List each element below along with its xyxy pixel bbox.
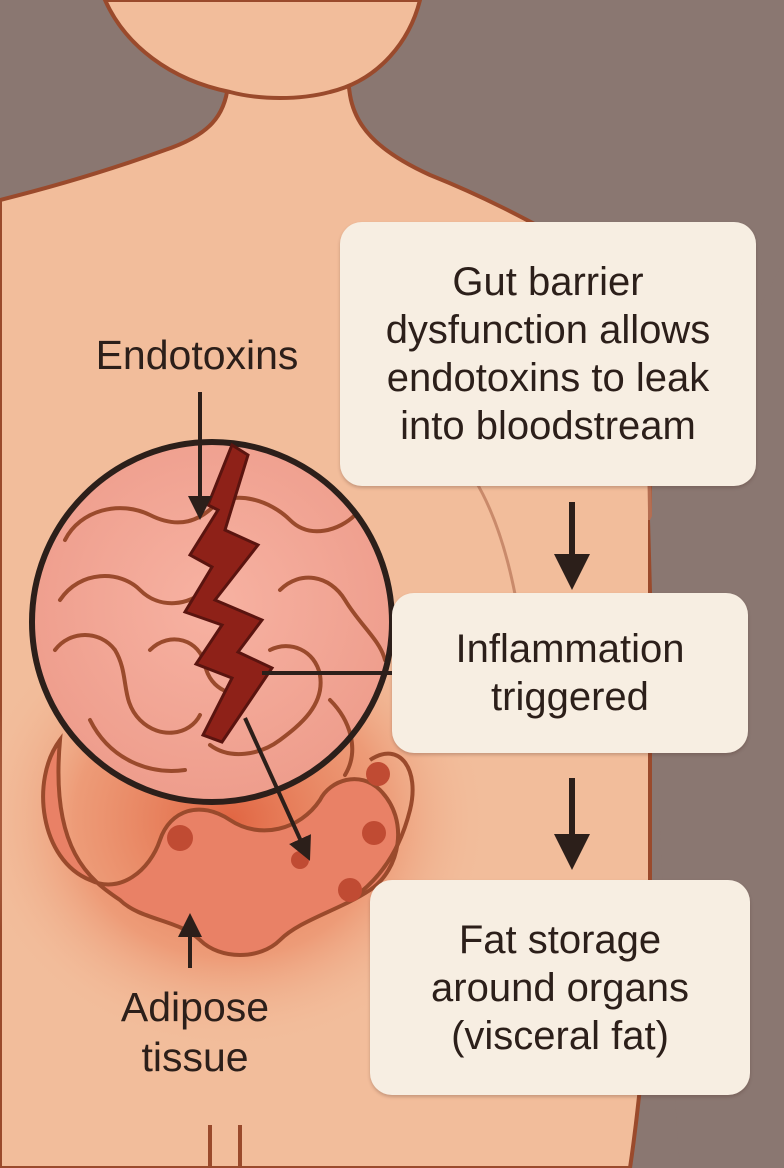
leg-gap xyxy=(208,1125,242,1168)
box-text-line: around organs xyxy=(431,965,689,1010)
endotoxins-label: Endotoxins xyxy=(95,332,299,378)
box-text-line: dysfunction allows xyxy=(385,308,711,352)
barrier-crack xyxy=(182,442,275,744)
adipose-tissue-label: Adipose tissue xyxy=(80,982,310,1082)
box-text-line: Gut barrier xyxy=(452,260,644,304)
lower-intestines xyxy=(41,733,415,957)
box-text-line: (visceral fat) xyxy=(451,1013,669,1058)
adipose-label-line: tissue xyxy=(141,1034,249,1080)
arrow-leak-out xyxy=(243,717,311,861)
box-text-line: Inflammation xyxy=(455,627,685,671)
adipose-label-line: Adipose xyxy=(120,984,270,1030)
box-text-line: into bloodstream xyxy=(400,404,696,448)
head-shape xyxy=(102,0,423,100)
box-text-line: triggered xyxy=(491,675,649,719)
flow-box-gut-barrier: Gut barrier dysfunction allows endotoxin… xyxy=(340,222,756,486)
box-text-line: endotoxins to leak xyxy=(386,356,710,400)
box-text-line: Fat storage xyxy=(458,917,662,962)
flow-box-inflammation: Inflammation triggered xyxy=(392,593,748,753)
flow-box-fat-storage: Fat storage around organs (visceral fat) xyxy=(370,880,750,1095)
fat-dots xyxy=(167,762,390,902)
